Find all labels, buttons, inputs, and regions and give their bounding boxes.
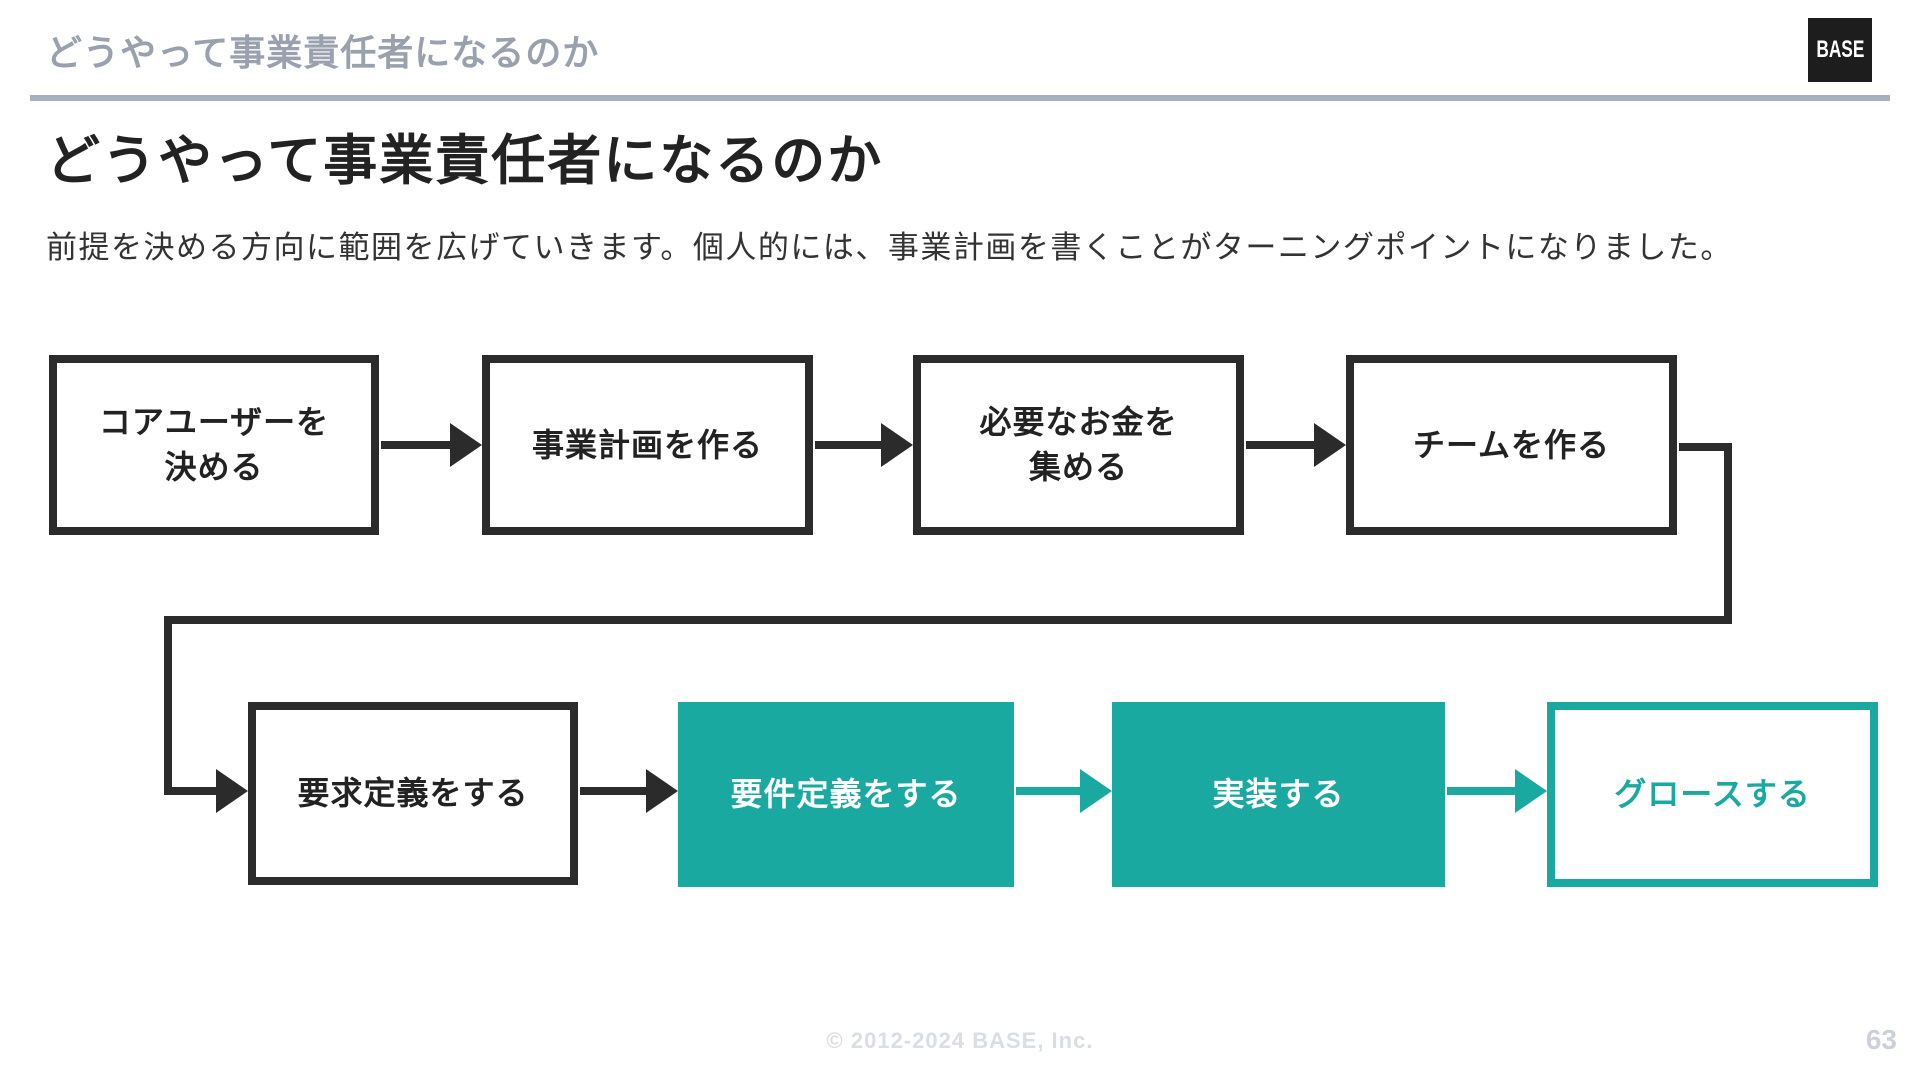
- arrow-requirement-to-implement: [1016, 769, 1112, 813]
- page-number: 63: [1865, 1024, 1897, 1055]
- arrow-implement-to-growth: [1447, 769, 1547, 813]
- page-subtitle: 前提を決める方向に範囲を広げていきます。個人的には、事業計画を書くことがターニン…: [46, 230, 1733, 265]
- flow-box-raise-money: 必要なお金を 集める: [913, 355, 1244, 535]
- flow-box-growth: グロースする: [1547, 702, 1878, 887]
- arrow-money-to-team: [1246, 423, 1346, 467]
- header-divider: [30, 95, 1890, 101]
- arrow-request-to-requirement: [580, 769, 678, 813]
- base-logo: BASE: [1808, 18, 1872, 82]
- flow-box-build-team: チームを作る: [1346, 355, 1677, 535]
- base-logo-text: BASE: [1815, 36, 1865, 63]
- arrow-core-user-to-plan: [381, 423, 482, 467]
- flow-box-biz-plan: 事業計画を作る: [482, 355, 813, 535]
- arrow-plan-to-money: [815, 423, 913, 467]
- flow-box-request-definition: 要求定義をする: [248, 702, 578, 885]
- page-title: どうやって事業責任者になるのか: [46, 131, 884, 191]
- flow-box-requirement-definition: 要件定義をする: [678, 702, 1014, 887]
- flow-box-implement: 実装する: [1112, 702, 1445, 887]
- flow-box-core-user: コアユーザーを 決める: [49, 355, 379, 535]
- slide-header-title: どうやって事業責任者になるのか: [46, 32, 600, 73]
- copyright-text: © 2012-2024 BASE, Inc.: [826, 1028, 1094, 1053]
